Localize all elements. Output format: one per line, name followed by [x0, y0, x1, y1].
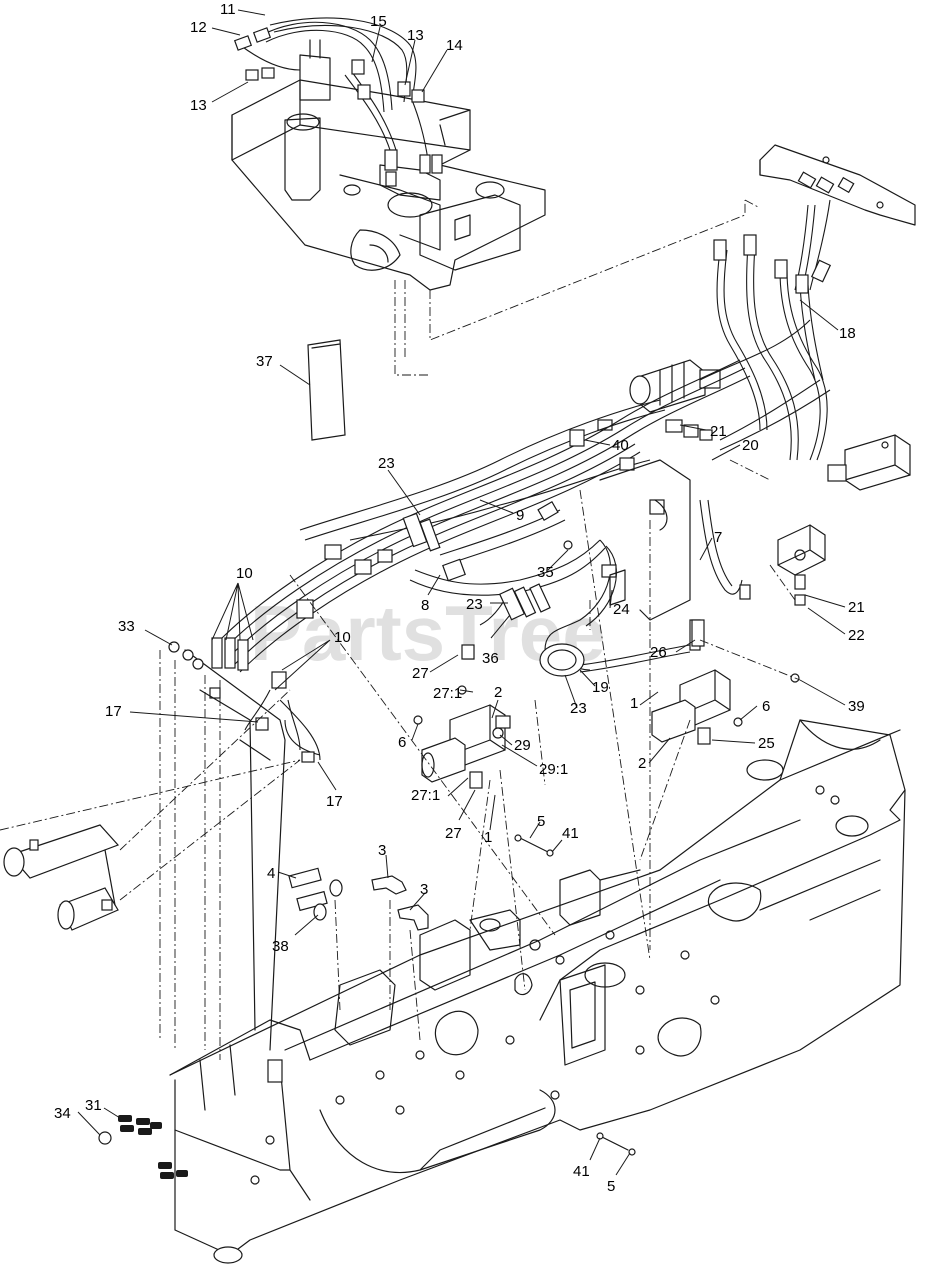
callout-38: 38: [272, 938, 289, 955]
callout-40: 40: [612, 437, 629, 454]
callout-13b: 13: [190, 97, 207, 114]
callout-14: 14: [446, 37, 463, 54]
callout-13a: 13: [407, 27, 424, 44]
callout-20: 20: [742, 437, 759, 454]
callout-labels: 11 12 15 13 14 13 18 37 21 40 20 23 9 7 …: [54, 1, 865, 1195]
callout-33: 33: [118, 618, 135, 635]
callout-27a: 27: [412, 665, 429, 682]
callout-6b: 6: [398, 734, 406, 751]
hose-bundle-18: [713, 199, 832, 461]
relief-valve: [777, 524, 826, 606]
callout-39: 39: [848, 698, 865, 715]
top-hose-bundle: [233, 17, 446, 187]
callout-41a: 41: [562, 825, 579, 842]
callout-2a: 2: [494, 684, 502, 701]
callout-37: 37: [256, 353, 273, 370]
lift-cylinder: [0, 689, 301, 931]
callout-27b: 27: [445, 825, 462, 842]
bracket-plate-24: [599, 459, 691, 621]
callout-25: 25: [758, 735, 775, 752]
callout-15: 15: [370, 13, 387, 30]
right-solenoid: [827, 434, 911, 491]
reference-lines-top: [394, 199, 761, 376]
callout-26: 26: [650, 644, 667, 661]
callout-9: 9: [516, 507, 524, 524]
callout-1a: 1: [630, 695, 638, 712]
callout-7: 7: [714, 529, 722, 546]
callout-1b: 1: [484, 829, 492, 846]
callout-11a: 11: [220, 1, 236, 18]
leader-lines: [77, 9, 846, 1176]
callout-23a: 23: [378, 455, 395, 472]
callout-19: 19: [592, 679, 609, 696]
main-hose-bundle: [209, 319, 831, 763]
callout-5b: 5: [607, 1178, 615, 1195]
lift-arm-left: [159, 649, 286, 1060]
callout-271a: 27:1: [433, 685, 462, 702]
pin-5-41: [514, 834, 636, 1156]
callout-2b: 2: [638, 755, 646, 772]
callout-10a: 10: [236, 565, 253, 582]
callout-21b: 21: [848, 599, 865, 616]
callout-36: 36: [482, 650, 499, 667]
callout-29: 29: [514, 737, 531, 754]
callout-5a: 5: [537, 813, 545, 830]
callout-23c: 23: [570, 700, 587, 717]
callout-8: 8: [421, 597, 429, 614]
callout-271b: 27:1: [411, 787, 440, 804]
callout-23b: 23: [466, 596, 483, 613]
callout-12: 12: [190, 19, 207, 36]
callout-3b: 3: [420, 881, 428, 898]
callout-4: 4: [267, 865, 275, 882]
callout-41b: 41: [573, 1163, 590, 1180]
fittings-31: [98, 1115, 188, 1179]
fittings-cluster: [288, 867, 429, 931]
callout-18: 18: [839, 325, 856, 342]
upper-right-bracket: [759, 144, 916, 226]
solenoid-valve-right: [651, 619, 731, 745]
reference-lines-mid: [289, 459, 801, 1041]
callout-17a: 17: [105, 703, 122, 720]
callout-6a: 6: [762, 698, 770, 715]
callout-10b: 10: [334, 629, 351, 646]
callout-24: 24: [613, 601, 630, 618]
chassis-frame: [169, 719, 906, 1264]
solenoid-valve-left: [421, 704, 511, 789]
callout-21a: 21: [710, 423, 727, 440]
callout-35: 35: [537, 564, 554, 581]
callout-291: 29:1: [539, 761, 568, 778]
callout-31: 31: [85, 1097, 102, 1114]
decal-37: [307, 339, 346, 441]
callout-3a: 3: [378, 842, 386, 859]
hydraulic-pump: [597, 359, 721, 441]
fittings-33: [168, 641, 204, 670]
callout-34: 34: [54, 1105, 71, 1122]
callout-22: 22: [848, 627, 865, 644]
callout-17b: 17: [326, 793, 343, 810]
